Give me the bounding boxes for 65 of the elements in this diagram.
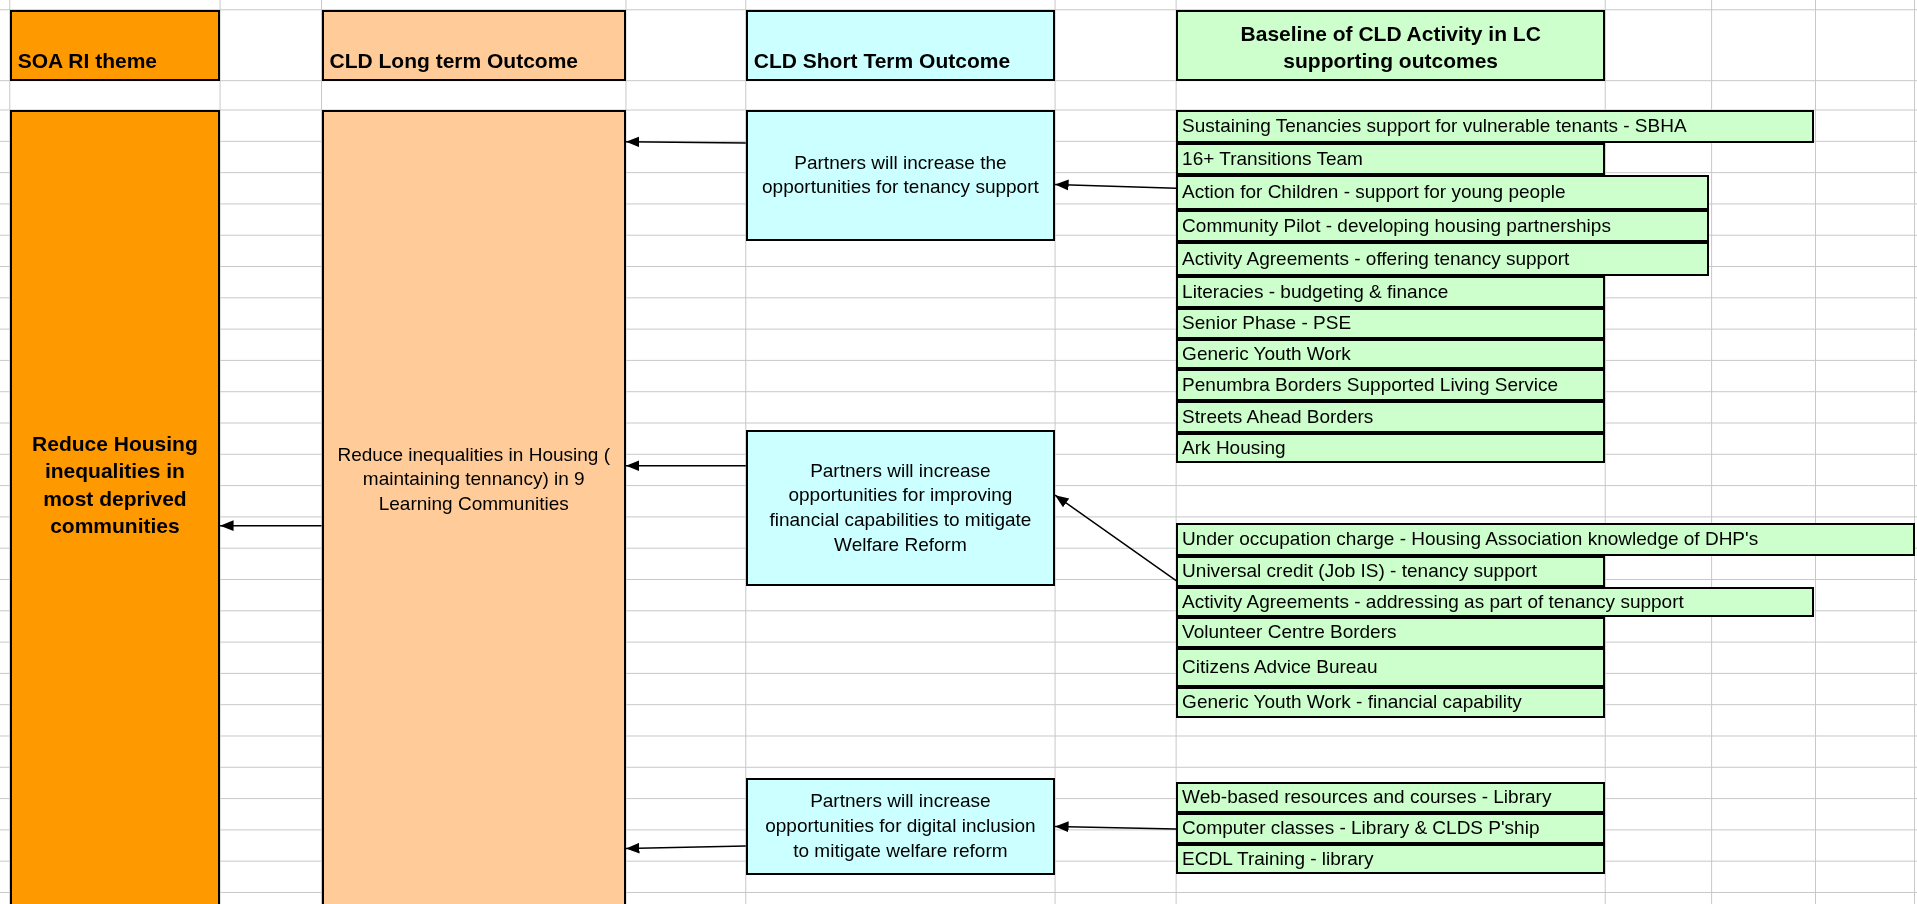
- column-header: [745, 9, 1056, 81]
- activity-row: [1176, 843, 1606, 875]
- activity-row: [1176, 523, 1915, 557]
- activity-row: [1176, 210, 1710, 243]
- activity-text: Under occupation charge - Housing Association knowledge of DHP's: [1182, 527, 1759, 552]
- activity-row: [1176, 401, 1606, 433]
- outcome-text: Partners will increase the opportunities for tenancy support: [761, 150, 1040, 200]
- header-text: SOA RI theme: [17, 48, 157, 75]
- activity-row: [1176, 174, 1710, 211]
- activity-row: [1176, 338, 1606, 370]
- activity-row: [1176, 782, 1606, 813]
- theme-box: [9, 110, 221, 904]
- activity-row: [1176, 586, 1815, 618]
- activity-text: Citizens Advice Bureau: [1182, 655, 1378, 680]
- arrow: [219, 520, 323, 532]
- activity-text: Generic Youth Work - financial capability: [1182, 690, 1522, 714]
- outcome-box: [745, 430, 1056, 586]
- arrow: [1054, 494, 1177, 582]
- activity-row: [1176, 276, 1606, 309]
- activity-text: Senior Phase - PSE: [1182, 311, 1352, 335]
- arrow: [625, 136, 747, 148]
- header-text: CLD Short Term Outcome: [753, 48, 1011, 75]
- activity-row: [1176, 687, 1606, 718]
- activity-text: Universal credit (Job IS) - tenancy support: [1182, 559, 1537, 584]
- header-text: Baseline of CLD Activity in LC supporting outcomes: [1239, 21, 1542, 75]
- outcome-text: Partners will increase opportunities for improving financial capabilities to mitigate Welfare Reform: [768, 458, 1033, 557]
- header-text: CLD Long term Outcome: [329, 48, 579, 75]
- column-header: [9, 9, 221, 81]
- arrow: [625, 842, 747, 854]
- activity-row: [1176, 432, 1606, 464]
- activity-text: Sustaining Tenancies support for vulnerable tenants - SBHA: [1182, 114, 1687, 139]
- outcome-text: Partners will increase opportunities for digital inclusion to mitigate welfare reform: [764, 789, 1037, 863]
- outcome-box: [745, 777, 1056, 876]
- outcome-text: Reduce inequalities in Housing ( maintaining tennancy) in 9 Learning Communities: [336, 442, 611, 516]
- column-header: [321, 9, 626, 81]
- arrow: [1054, 821, 1177, 833]
- activity-row: [1176, 617, 1606, 648]
- activity-row: [1176, 813, 1606, 844]
- outcome-box: [321, 110, 626, 904]
- activity-text: Web-based resources and courses - Library: [1182, 785, 1552, 810]
- activity-text: Volunteer Centre Borders: [1182, 620, 1397, 645]
- activity-text: Literacies - budgeting & finance: [1182, 279, 1449, 304]
- activity-text: 16+ Transitions Team: [1182, 146, 1363, 171]
- activity-text: Generic Youth Work: [1182, 341, 1351, 366]
- activity-text: Action for Children - support for young people: [1182, 180, 1566, 205]
- arrow: [1054, 179, 1177, 191]
- activity-row: [1176, 242, 1710, 277]
- activity-text: Community Pilot - developing housing partnerships: [1182, 213, 1611, 238]
- activity-text: Streets Ahead Borders: [1182, 404, 1374, 429]
- activity-text: Penumbra Borders Supported Living Service: [1182, 372, 1559, 397]
- activity-row: [1176, 647, 1606, 688]
- outcome-text: Reduce Housing inequalities in most deprived communities: [31, 431, 199, 539]
- activity-row: [1176, 308, 1606, 339]
- activity-text: Activity Agreements - offering tenancy support: [1182, 246, 1570, 271]
- column-header: [1176, 9, 1606, 81]
- activity-text: Activity Agreements - addressing as part of tenancy support: [1182, 589, 1684, 614]
- activity-row: [1176, 556, 1606, 587]
- activity-row: [1176, 369, 1606, 401]
- activity-row: [1176, 143, 1606, 175]
- activity-row: [1176, 110, 1815, 144]
- activity-text: ECDL Training - library: [1182, 846, 1374, 871]
- arrow: [625, 460, 747, 472]
- activity-text: Computer classes - Library & CLDS P'ship: [1182, 815, 1540, 840]
- activity-text: Ark Housing: [1182, 435, 1286, 460]
- outcome-box: [745, 110, 1056, 241]
